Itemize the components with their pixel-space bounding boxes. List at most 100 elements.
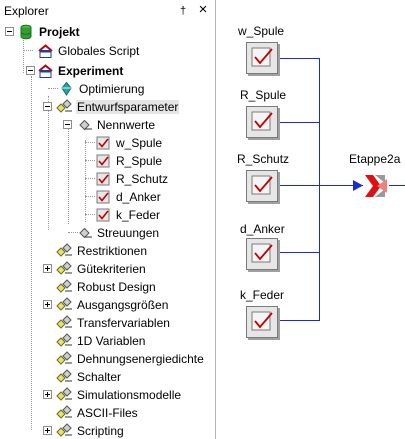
tree-line [48,88,58,89]
tree-node-param-k-feder[interactable]: k_Feder [95,206,161,224]
tree-label: R_Schutz [116,172,169,186]
parameter-group-icon [56,243,72,257]
block-label-w-spule: w_Spule [238,24,285,38]
parameter-group-icon [56,261,72,275]
tree-node-robust-design[interactable]: Robust Design [56,278,157,296]
tree-label: w_Spule [116,136,163,150]
tree-node-streuungen[interactable]: Streuungen [76,224,160,242]
parameter-group-icon [79,119,92,131]
expander-guetekriterien[interactable] [43,264,52,273]
expander-nennwerte[interactable] [63,120,72,129]
stage-block-etappe2a[interactable] [363,173,389,199]
expander-projekt[interactable] [5,27,14,36]
tree-node-param-r-schutz[interactable]: R_Schutz [95,170,169,188]
wire [269,122,319,123]
parameter-group-icon [56,297,72,311]
tree-node-nennwerte[interactable]: Nennwerte [76,116,156,134]
param-block-k-feder[interactable] [246,306,278,338]
checkbox-param-icon [96,154,110,168]
tree-node-projekt[interactable]: Projekt [18,23,81,41]
checkbox-param-icon [251,111,273,131]
tree-label: R_Spule [116,154,163,168]
stage-icon [363,173,389,199]
tree-node-schalter[interactable]: Schalter [56,368,122,386]
pin-icon[interactable]: † [179,5,187,17]
expander-experiment[interactable] [26,66,35,75]
tree-node-experiment[interactable]: Experiment [37,62,124,80]
tree-node-entwurfsparameter[interactable]: Entwurfsparameter [56,98,180,116]
explorer-panel: Explorer † × [0,0,216,439]
tree-label: Projekt [39,25,80,39]
tree-node-restriktionen[interactable]: Restriktionen [56,242,148,260]
tree-line [85,196,95,197]
parameter-group-icon [56,405,72,419]
parameter-group-icon [56,99,72,113]
parameter-group-icon [56,423,72,437]
tree-label: Globales Script [58,44,140,58]
expander-simulationsmodelle[interactable] [43,390,52,399]
tree-node-ascii-files[interactable]: ASCII-Files [56,404,139,422]
tree-node-1d-variablen[interactable]: 1D Variablen [56,332,146,350]
explorer-title: Explorer [4,4,49,18]
tree-node-globales-script[interactable]: Globales Script [37,42,140,60]
tree-node-param-d-anker[interactable]: d_Anker [95,188,162,206]
tree-line [85,140,86,222]
tree-line [85,214,95,215]
tree-node-param-w-spule[interactable]: w_Spule [95,134,163,152]
explorer-header: Explorer † × [0,0,215,22]
tree-node-optimierung[interactable]: Optimierung [58,80,145,98]
checkbox-param-icon [96,172,110,186]
tree-label: Schalter [77,370,122,384]
expander-scripting[interactable] [43,426,52,435]
parameter-group-icon [79,227,92,239]
tree-node-guetekriterien[interactable]: Gütekriterien [56,260,147,278]
tree-label: k_Feder [116,208,161,222]
tree-node-transfervariablen[interactable]: Transfervariablen [56,314,171,332]
tree-label: ASCII-Files [77,406,138,420]
checkbox-param-icon [96,208,110,222]
tree-node-dehnungsenergiedichte[interactable]: Dehnungsenergiedichte [56,350,205,368]
param-block-w-spule[interactable] [246,42,278,74]
tree-label: Ausgangsgrößen [77,298,169,312]
param-block-r-schutz[interactable] [246,170,278,202]
tree-line [85,142,95,143]
stage-label: Etappe2a [349,152,401,166]
parameter-group-icon [56,315,72,329]
script-window-icon [38,44,53,58]
checkbox-param-icon [251,47,273,67]
param-block-d-anker[interactable] [246,238,278,270]
checkbox-param-icon [96,136,110,150]
tree-label: Scripting [77,424,124,438]
wire [269,252,319,253]
parameter-group-icon [56,369,72,383]
block-label-r-schutz: R_Schutz [237,152,290,166]
wire [269,185,405,186]
parameter-group-icon [56,387,72,401]
diagram-canvas[interactable]: w_Spule R_Spule R_Schutz d_Anker k_Feder [216,0,405,439]
tree-line [23,37,24,73]
checkbox-param-icon [251,243,273,263]
checkbox-param-icon [251,175,273,195]
parameter-group-icon [56,333,72,347]
tree-node-simulationsmodelle[interactable]: Simulationsmodelle [56,386,182,404]
tree-label: Experiment [58,64,124,78]
tree-node-scripting[interactable]: Scripting [56,422,125,439]
expander-ausgangsgroessen[interactable] [43,300,52,309]
parameter-group-icon [56,279,72,293]
tree-label: d_Anker [116,190,161,204]
param-block-r-spule[interactable] [246,106,278,138]
gem-icon [61,81,72,96]
checkbox-param-icon [251,311,273,331]
tree-line [48,96,49,230]
tree-line [85,160,95,161]
expander-entwurfsparameter[interactable] [43,102,52,111]
tree-label: Restriktionen [77,244,148,258]
close-icon[interactable]: × [198,1,208,18]
tree-line [23,50,33,51]
tree-node-param-r-spule[interactable]: R_Spule [95,152,163,170]
tree-line [85,178,95,179]
tree-node-ausgangsgroessen[interactable]: Ausgangsgrößen [56,296,169,314]
tree-line [68,232,78,233]
tree-label: Robust Design [77,280,156,294]
tree-label: Gütekriterien [77,262,146,276]
